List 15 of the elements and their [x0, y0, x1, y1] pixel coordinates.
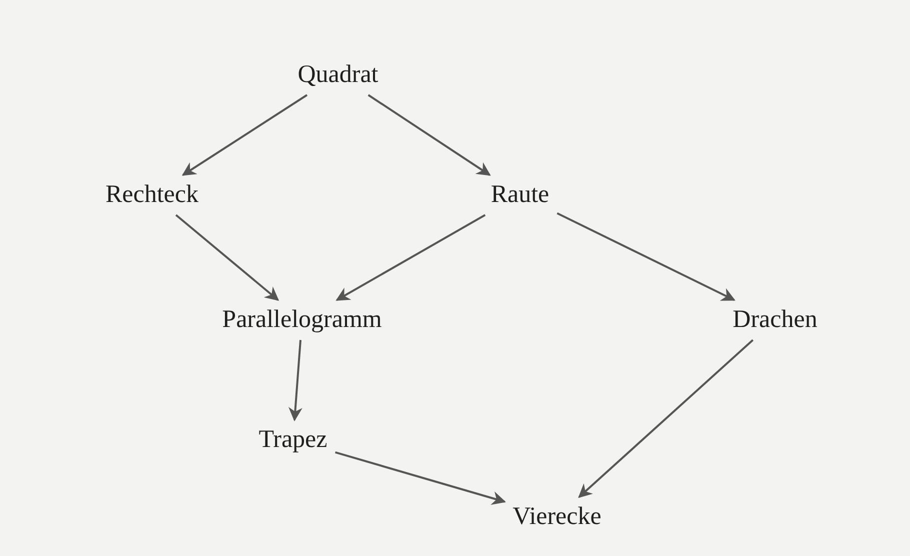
arrow: [336, 214, 486, 301]
shape-label: Drachen: [724, 300, 826, 340]
shape-label: Quadrat: [290, 55, 386, 95]
arrow: [334, 451, 506, 505]
shape-label: Rechteck: [98, 175, 206, 215]
arrow: [288, 340, 302, 422]
arrow: [556, 212, 736, 301]
shape-label: Parallelogramm: [214, 300, 390, 340]
shape-label: Trapez: [250, 420, 336, 460]
shape-label: Raute: [482, 175, 558, 215]
arrow: [175, 214, 280, 301]
arrow: [182, 94, 308, 176]
arrow: [368, 94, 491, 176]
arrow: [578, 339, 754, 498]
shape-label: Vierecke: [504, 497, 610, 537]
